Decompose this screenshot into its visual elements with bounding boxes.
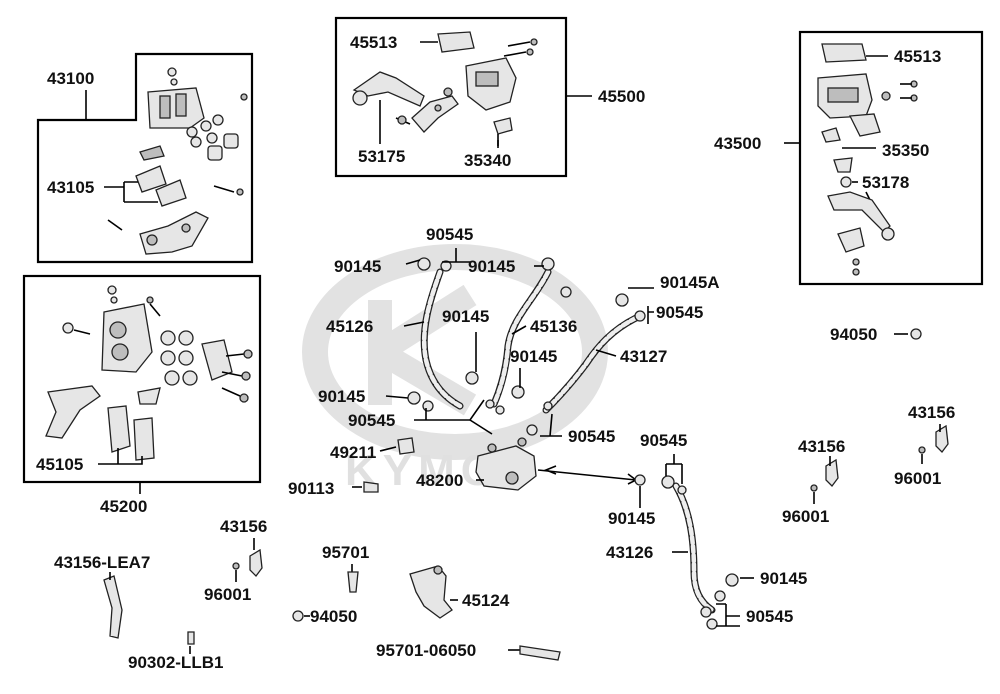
- brake-lever-icon: [352, 71, 425, 107]
- label-43156lea7[interactable]: 43156-LEA7: [54, 553, 150, 572]
- label-45124[interactable]: 45124: [462, 591, 510, 610]
- label-90145b[interactable]: 90145: [468, 257, 515, 276]
- label-90145c[interactable]: 90145: [442, 307, 489, 326]
- box-43500: [798, 30, 984, 286]
- label-43156b[interactable]: 43156: [798, 437, 845, 456]
- label-94050b[interactable]: 94050: [310, 607, 357, 626]
- label-90113[interactable]: 90113: [288, 479, 334, 498]
- hose-bracket-icon: [409, 565, 453, 619]
- box-45500: [334, 16, 568, 178]
- label-49211[interactable]: 49211: [330, 443, 376, 462]
- group-43126: 90545 90145 43126 90145 90545: [606, 431, 807, 630]
- group-45200: 45200 45105: [22, 274, 262, 516]
- caliper-bracket-icon-2: [45, 385, 101, 439]
- reservoir-cap-icon: [437, 31, 475, 53]
- label-90145e[interactable]: 90145: [318, 387, 365, 406]
- label-96001a[interactable]: 96001: [894, 469, 941, 488]
- label-90545b[interactable]: 90545: [656, 303, 703, 322]
- label-45513b[interactable]: 45513: [894, 47, 941, 66]
- label-43500[interactable]: 43500: [714, 134, 761, 153]
- label-90145A[interactable]: 90145A: [660, 273, 720, 292]
- label-90545e[interactable]: 90545: [640, 431, 687, 450]
- label-95701[interactable]: 95701: [322, 543, 369, 562]
- clip-icon-2: [825, 458, 839, 487]
- label-90545f[interactable]: 90545: [746, 607, 793, 626]
- label-90145a[interactable]: 90145: [334, 257, 381, 276]
- reservoir-cap-icon-2: [821, 43, 867, 63]
- clip-icon-3: [249, 548, 263, 577]
- label-45136[interactable]: 45136: [530, 317, 577, 336]
- long-bolt-icon-2: [519, 645, 561, 661]
- label-90545a[interactable]: 90545: [426, 225, 473, 244]
- label-43156a[interactable]: 43156: [908, 403, 955, 422]
- box-45200: [22, 274, 262, 484]
- label-90302[interactable]: 90302-LLB1: [128, 653, 223, 672]
- group-43100: 43100 43105: [36, 52, 254, 264]
- nut-icon-2: [292, 610, 304, 622]
- label-94050a[interactable]: 94050: [830, 325, 877, 344]
- label-43156c[interactable]: 43156: [220, 517, 267, 536]
- label-53175[interactable]: 53175: [358, 147, 405, 166]
- hydraulic-unit-icon: [475, 445, 537, 491]
- box-43100: [36, 52, 254, 264]
- grommet-icon: [397, 437, 415, 455]
- label-90145g[interactable]: 90145: [760, 569, 807, 588]
- group-43500: 43500 45513 35350 53178: [714, 30, 984, 286]
- label-96001b[interactable]: 96001: [782, 507, 829, 526]
- label-35340[interactable]: 35340: [464, 151, 511, 170]
- label-9570106050[interactable]: 95701-06050: [376, 641, 476, 660]
- label-43105[interactable]: 43105: [47, 178, 94, 197]
- label-53178[interactable]: 53178: [862, 173, 909, 192]
- group-right-small-parts: 94050 43156 96001 43156 96001: [782, 325, 955, 526]
- label-90145d[interactable]: 90145: [510, 347, 557, 366]
- group-bottom-left-parts: 43156 96001 43156-LEA7 90302-LLB1 95701 …: [54, 517, 561, 672]
- label-45500[interactable]: 45500: [598, 87, 645, 106]
- label-35350[interactable]: 35350: [882, 141, 929, 160]
- label-45105[interactable]: 45105: [36, 455, 83, 474]
- label-90545d[interactable]: 90545: [568, 427, 615, 446]
- label-45200[interactable]: 45200: [100, 497, 147, 516]
- group-48200: 48200 49211 90113: [288, 437, 638, 498]
- brake-pad-icon-2: [107, 405, 131, 453]
- brake-pad-icon: [135, 165, 167, 193]
- caliper-body-icon-2: [101, 303, 153, 373]
- clip-icon: [935, 424, 949, 453]
- brake-hoses-upper: 90545 90145 90145 90145A 90545 45126 901…: [318, 225, 720, 446]
- label-96001c[interactable]: 96001: [204, 585, 251, 604]
- nut-icon: [910, 328, 922, 340]
- clamp-icon: [187, 631, 195, 645]
- label-43126[interactable]: 43126: [606, 543, 653, 562]
- guide-bracket-icon: [103, 575, 123, 639]
- long-bolt-icon: [347, 571, 359, 593]
- group-45500: 45500 45513 53175 35340: [334, 16, 645, 178]
- label-48200[interactable]: 48200: [416, 471, 463, 490]
- bolt-icon: [363, 481, 379, 493]
- label-90145f[interactable]: 90145: [608, 509, 655, 528]
- label-43127[interactable]: 43127: [620, 347, 667, 366]
- label-45126[interactable]: 45126: [326, 317, 373, 336]
- label-90545c[interactable]: 90545: [348, 411, 395, 430]
- brake-lever-icon-2: [827, 191, 891, 233]
- caliper-bracket-icon: [139, 211, 209, 255]
- label-43100[interactable]: 43100: [47, 69, 94, 88]
- label-45513a[interactable]: 45513: [350, 33, 397, 52]
